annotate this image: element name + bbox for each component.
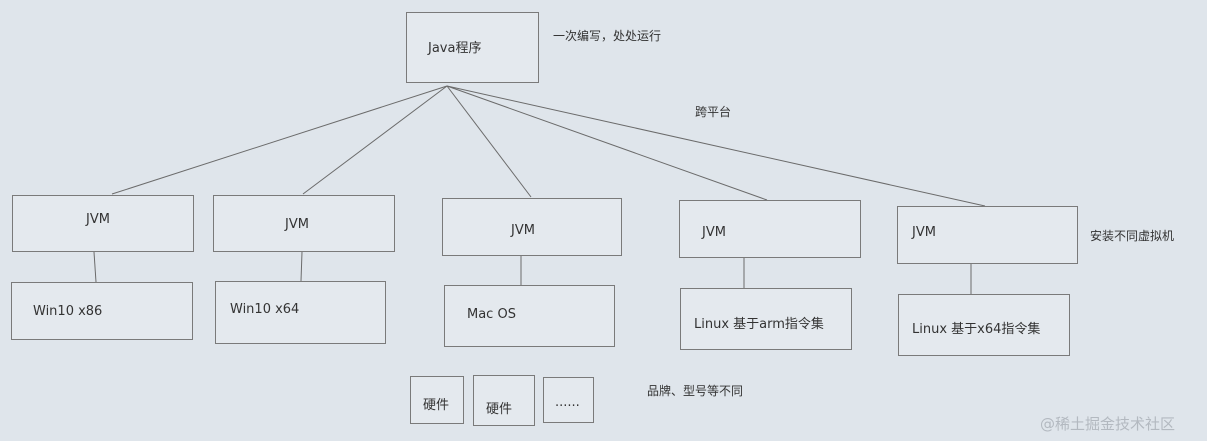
jvm-label: JVM (912, 225, 936, 240)
hardware-label: 硬件 (423, 398, 450, 413)
connector-java-jvm2 (302, 85, 448, 195)
jvm-box: JVM (897, 206, 1078, 264)
jvm-label: JVM (86, 212, 110, 227)
watermark-text: @稀土掘金技术社区 (1040, 415, 1176, 433)
jvm-label: JVM (285, 217, 309, 232)
platform-box: Linux 基于x64指令集 (898, 294, 1070, 356)
java-program-label: Java程序 (428, 41, 482, 56)
java-program-box: Java程序 (406, 12, 539, 83)
platform-box: Win10 x64 (215, 281, 386, 344)
hardware-label: 硬件 (486, 402, 513, 417)
connector-java-jvm1 (111, 85, 448, 195)
cross-platform-note: 跨平台 (695, 105, 732, 119)
slogan-note: 一次编写，处处运行 (553, 29, 662, 43)
connector-java-jvm3 (446, 85, 532, 198)
jvm-box: JVM (442, 198, 622, 256)
platform-label: Win10 x86 (33, 304, 103, 319)
hardware-diff-note: 品牌、型号等不同 (647, 384, 744, 398)
platform-box: Mac OS (444, 285, 615, 347)
connector-java-jvm4 (446, 85, 768, 201)
platform-box: Linux 基于arm指令集 (680, 288, 852, 350)
hardware-box: 硬件 (473, 375, 535, 426)
install-vm-note: 安装不同虚拟机 (1090, 229, 1175, 243)
jvm-label: JVM (702, 225, 726, 240)
platform-label: Linux 基于x64指令集 (912, 322, 1041, 337)
platform-box: Win10 x86 (11, 282, 193, 340)
hardware-box: ...... (543, 377, 594, 423)
platform-label: Mac OS (467, 307, 516, 322)
jvm-label: JVM (511, 223, 535, 238)
hardware-label: ...... (555, 395, 580, 410)
jvm-box: JVM (213, 195, 395, 252)
jvm-box: JVM (12, 195, 194, 252)
connector-java-jvm5 (446, 85, 986, 207)
platform-label: Win10 x64 (230, 302, 300, 317)
connector-jvm2-os2 (300, 251, 303, 282)
connector-jvm1-os1 (93, 251, 97, 283)
platform-label: Linux 基于arm指令集 (694, 317, 824, 332)
jvm-box: JVM (679, 200, 861, 258)
hardware-box: 硬件 (410, 376, 464, 424)
